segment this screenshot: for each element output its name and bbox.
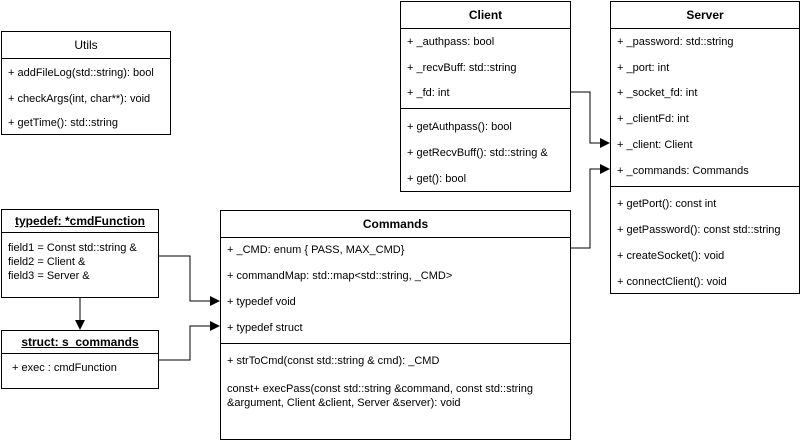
method: + strToCmd(const std::string & cmd): _CM… [227, 355, 440, 367]
attribute: + _client: Client [617, 139, 693, 151]
divider [401, 108, 570, 109]
typedef-cmdfunction-title: typedef: *cmdFunction [2, 210, 158, 233]
method: + checkArgs(int, char**): void [8, 93, 151, 105]
field: + exec : cmdFunction [12, 362, 117, 374]
attribute: + typedef struct [227, 322, 303, 334]
class-client-title: Client [401, 2, 570, 29]
field: field2 = Client & [8, 256, 86, 268]
attribute: + _password: std::string [617, 36, 734, 48]
struct-scommands[interactable]: struct: s_commands + exec : cmdFunction [1, 330, 159, 389]
method: + addFileLog(std::string): bool [8, 67, 154, 79]
class-commands[interactable]: Commands + _CMD: enum { PASS, MAX_CMD} +… [220, 210, 571, 440]
field: field3 = Server & [8, 270, 90, 282]
method: const+ execPass(const std::string &comma… [227, 383, 533, 395]
method: + getRecvBuff(): std::string & [407, 147, 548, 159]
attribute: + _recvBuff: std::string [407, 62, 517, 74]
method: + get(): bool [407, 173, 467, 185]
attribute: + typedef void [227, 296, 296, 308]
attribute: + _clientFd: int [617, 113, 689, 125]
class-commands-title: Commands [221, 211, 570, 238]
method: + getTime(): std::string [8, 117, 118, 129]
edge-scommands-to-commands [158, 321, 220, 361]
method: &argument, Client &client, Server &serve… [227, 397, 461, 409]
edge-commands-to-server [570, 164, 610, 249]
attribute: + _socket_fd: int [617, 87, 698, 99]
method: + getPassword(): const std::string [617, 224, 781, 236]
method: + connectClient(): void [617, 276, 727, 288]
method: + getPort(): const int [617, 198, 717, 210]
class-utils[interactable]: Utils + addFileLog(std::string): bool + … [1, 31, 171, 135]
attribute: + _authpass: bool [407, 36, 495, 48]
attribute: + _fd: int [407, 87, 450, 99]
class-server[interactable]: Server + _password: std::string + _port:… [610, 1, 800, 294]
divider [221, 343, 570, 344]
class-client[interactable]: Client + _authpass: bool + _recvBuff: st… [400, 1, 571, 192]
attribute: + _CMD: enum { PASS, MAX_CMD} [227, 244, 405, 256]
class-server-title: Server [611, 2, 799, 29]
attribute: + commandMap: std::map<std::string, _CMD… [227, 270, 453, 282]
edge-cmdfunction-to-commands [158, 255, 220, 306]
field: field1 = Const std::string & [8, 242, 137, 254]
method: + createSocket(): void [617, 250, 725, 262]
edge-client-fd-to-server [570, 91, 610, 148]
divider [611, 186, 799, 187]
struct-scommands-title: struct: s_commands [2, 331, 158, 354]
method: + getAuthpass(): bool [407, 121, 512, 133]
attribute: + _commands: Commands [617, 165, 749, 177]
class-utils-title: Utils [2, 32, 170, 59]
typedef-cmdfunction[interactable]: typedef: *cmdFunction field1 = Const std… [1, 209, 159, 298]
attribute: + _port: int [617, 62, 670, 74]
